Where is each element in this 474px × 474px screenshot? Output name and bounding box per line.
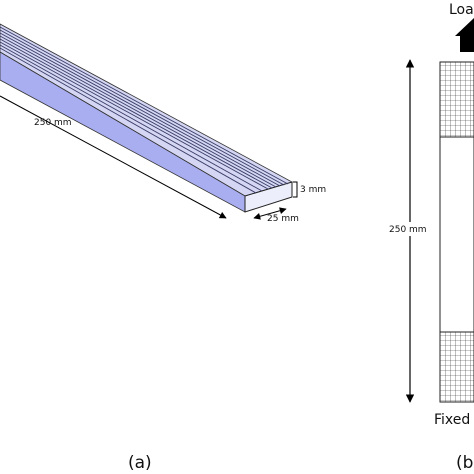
load-arrowhead-icon xyxy=(455,18,474,36)
length-label: 250 mm xyxy=(34,118,72,128)
width-label: 25 mm xyxy=(267,214,299,224)
panel-a: 250 mm 3 mm 25 mm (a) xyxy=(0,23,326,473)
caption-a: (a) xyxy=(128,453,152,473)
caption-b: (b xyxy=(456,453,473,473)
panel-b: Loa 250 mm Fixed (b xyxy=(388,2,474,473)
strip-grooves xyxy=(0,26,289,194)
length-dimension-arrow xyxy=(0,95,227,219)
strip-end-face xyxy=(244,181,293,213)
strip-front-face xyxy=(0,51,246,213)
thickness-label: 3 mm xyxy=(300,185,326,195)
length-label-background xyxy=(388,222,432,236)
thickness-bracket xyxy=(293,181,298,198)
top-grip-mesh xyxy=(439,61,474,138)
bottom-grip-mesh xyxy=(439,331,474,403)
load-arrow-icon xyxy=(460,36,474,52)
fixed-label: Fixed xyxy=(434,412,470,428)
load-label: Loa xyxy=(449,2,474,18)
specimen-length-label: 250 mm xyxy=(389,225,427,235)
width-dimension-arrow xyxy=(253,207,287,220)
